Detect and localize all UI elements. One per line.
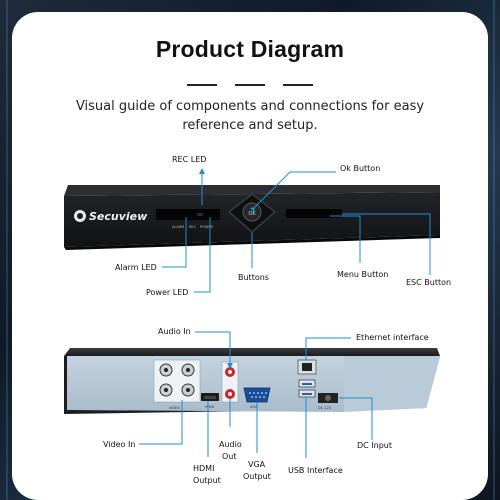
brand-logo: Secuview (89, 210, 148, 223)
vga-port (243, 387, 271, 403)
panel-text-dc: DC 12V (318, 406, 332, 410)
label-ethernet-interface: Ethernet interface (356, 333, 429, 342)
front-callout-lines (162, 171, 431, 293)
led-strip (156, 209, 220, 220)
panel-text-vga: VGA (250, 405, 258, 409)
label-hdmi-output-line1: HDMI (193, 464, 214, 473)
video-in-ports (153, 359, 201, 403)
label-dc-input: DC Input (357, 441, 392, 450)
ethernet-port (297, 359, 317, 375)
front-callout-arrows (199, 168, 255, 212)
front-device: Secuview ALARM REC POWER OK (64, 185, 440, 250)
label-ok-button: Ok Button (340, 164, 380, 173)
label-audio-out-line2: Out (222, 452, 237, 461)
title-divider-2 (235, 84, 265, 86)
label-esc-button: ESC Button (406, 278, 451, 287)
back-panel (67, 356, 344, 412)
page-title: Product Diagram (155, 36, 345, 62)
label-power-led: Power LED (146, 288, 188, 297)
label-usb-interface: USB Interface (288, 466, 343, 475)
panel-text-power: POWER (200, 225, 214, 229)
label-hdmi-output-line2: Output (193, 476, 221, 485)
title-divider-1 (187, 84, 217, 86)
front-device-top (64, 185, 440, 196)
usb-ports (298, 379, 316, 398)
label-audio-in: Audio In (158, 327, 191, 336)
diagram-card (12, 12, 488, 500)
panel-text-rec: REC (189, 225, 197, 229)
back-device: VIDEO HDMI VGA (64, 348, 440, 414)
back-device-top (64, 348, 440, 356)
label-audio-out-line1: Audio (219, 440, 242, 449)
menu-esc-buttons (286, 209, 342, 218)
front-labels: REC LED Ok Button Alarm LED Buttons Menu… (115, 155, 451, 297)
hdmi-port (201, 393, 219, 401)
label-menu-button: Menu Button (337, 270, 388, 279)
back-callout-arrows (227, 363, 233, 369)
label-buttons: Buttons (238, 273, 269, 282)
label-vga-output-line1: VGA (248, 460, 266, 469)
panel-text-ok: OK (248, 211, 256, 217)
label-vga-output-line2: Output (243, 472, 271, 481)
audio-ports (221, 361, 239, 403)
label-rec-led: REC LED (172, 155, 206, 164)
panel-text-hdmi: HDMI (205, 405, 214, 409)
dc-input-port (318, 393, 338, 403)
label-video-in: Video In (103, 440, 135, 449)
subtitle: Visual guide of components and connectio… (75, 99, 425, 133)
title-divider-3 (283, 84, 313, 86)
panel-text-alarm: ALARM (172, 225, 184, 229)
back-callout-lines (139, 331, 373, 458)
label-alarm-led: Alarm LED (115, 263, 157, 272)
ok-button (242, 202, 262, 222)
back-labels: Audio In Ethernet interface Video In Aud… (103, 327, 429, 485)
panel-text-video: VIDEO (169, 406, 180, 410)
